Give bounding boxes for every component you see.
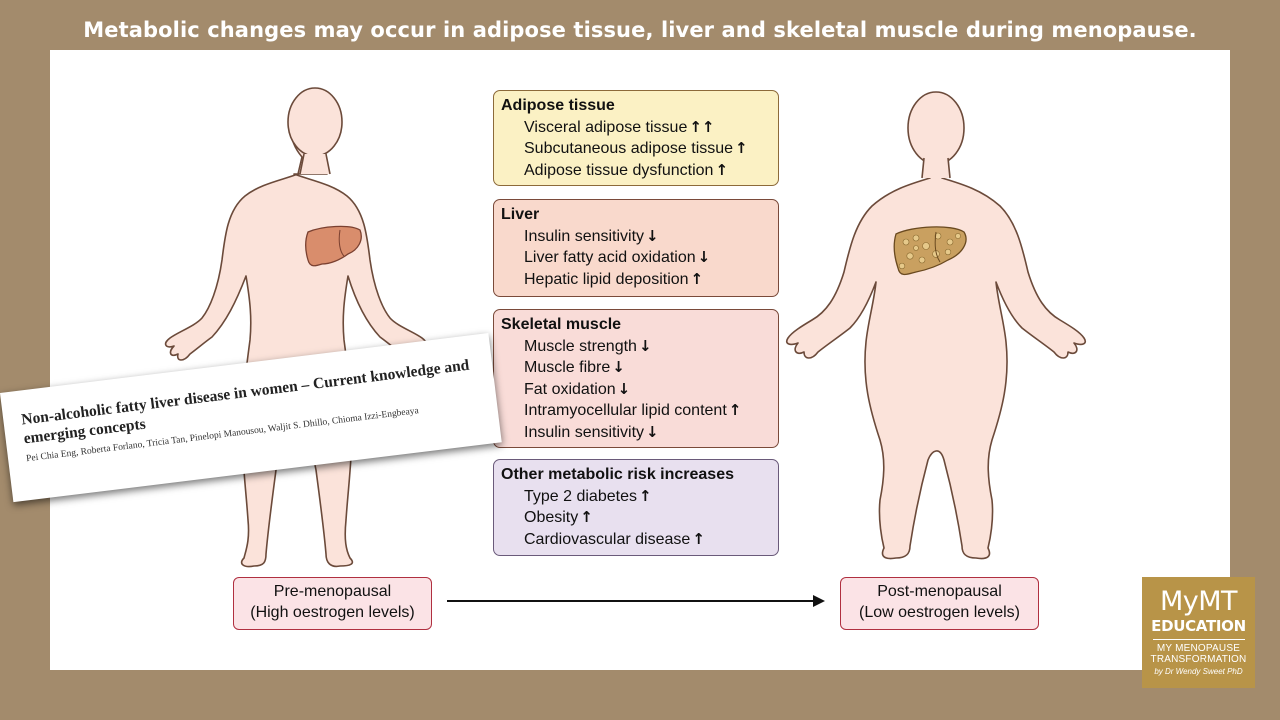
pre-menopausal-body [164,89,428,568]
arrow-icon: ↑ [580,508,593,526]
list-item: Insulin sensitivity↓ [524,226,659,245]
arrow-icon: ↑ [728,401,742,419]
list-item: Insulin sensitivity↓ [524,422,659,441]
box-heading: Skeletal muscle [501,316,622,333]
list-item: Visceral adipose tissue↑↑ [524,117,715,136]
body-illustrations [164,87,1087,607]
logo-brand: MyMT [1159,586,1238,617]
arrow-icon: ↑↑ [689,117,715,136]
page-title: Metabolic changes may occur in adipose t… [83,18,1197,42]
list-item: Muscle fibre↓ [524,358,625,376]
arrow-icon: ↓ [646,422,659,441]
arrow-icon: ↑ [690,269,704,288]
adipose-tissue-box: Adipose tissue Visceral adipose tissue↑↑… [493,90,779,186]
logo-tagline-2: TRANSFORMATION [1150,654,1247,665]
list-item: Type 2 diabetes↑ [524,486,652,505]
arrow-icon: ↑ [692,529,705,548]
box-heading: Other metabolic risk increases [501,466,734,483]
progression-arrow [447,595,825,607]
healthy-liver-icon [305,225,362,267]
arrow-icon: ↓ [646,226,659,245]
arrow-icon: ↓ [697,248,711,266]
list-item: Intramyocellular lipid content↑ [524,401,742,419]
arrow-icon: ↓ [638,336,652,355]
logo-education: EDUCATION [1151,617,1246,635]
arrow-icon: ↑ [715,160,729,179]
skeletal-muscle-box: Skeletal muscle Muscle strength↓ Muscle … [493,309,779,448]
box-heading: Adipose tissue [501,97,615,114]
fatty-liver-icon [893,226,967,276]
pre-menopausal-label: Pre-menopausal (High oestrogen levels) [233,577,432,630]
pre-menopausal-head [287,87,343,175]
list-item: Fat oxidation↓ [524,379,631,398]
list-item: Obesity↑ [524,508,593,526]
mymt-logo: MyMT EDUCATION MY MENOPAUSE TRANSFORMATI… [1142,577,1255,688]
logo-author: by Dr Wendy Sweet PhD [1154,667,1243,676]
list-item: Subcutaneous adipose tissue↑ [524,139,748,157]
arrow-icon: ↓ [617,379,631,398]
post-menopausal-body [785,165,1087,560]
list-item: Liver fatty acid oxidation↓ [524,248,711,266]
box-heading: Liver [501,206,540,223]
list-item: Adipose tissue dysfunction↑ [524,160,729,179]
arrow-icon: ↓ [612,358,625,376]
liver-box: Liver Insulin sensitivity↓ Liver fatty a… [493,199,779,297]
post-menopausal-head [907,91,965,179]
arrow-icon: ↑ [735,139,748,157]
figure-panel: Adipose tissue Visceral adipose tissue↑↑… [50,50,1230,670]
list-item: Hepatic lipid deposition↑ [524,269,704,288]
list-item: Cardiovascular disease↑ [524,529,705,548]
logo-divider [1152,639,1245,640]
logo-tagline-1: MY MENOPAUSE [1156,643,1241,654]
arrow-icon: ↑ [638,486,652,505]
other-risks-box: Other metabolic risk increases Type 2 di… [493,459,779,556]
post-menopausal-label: Post-menopausal (Low oestrogen levels) [840,577,1039,630]
list-item: Muscle strength↓ [524,336,652,355]
